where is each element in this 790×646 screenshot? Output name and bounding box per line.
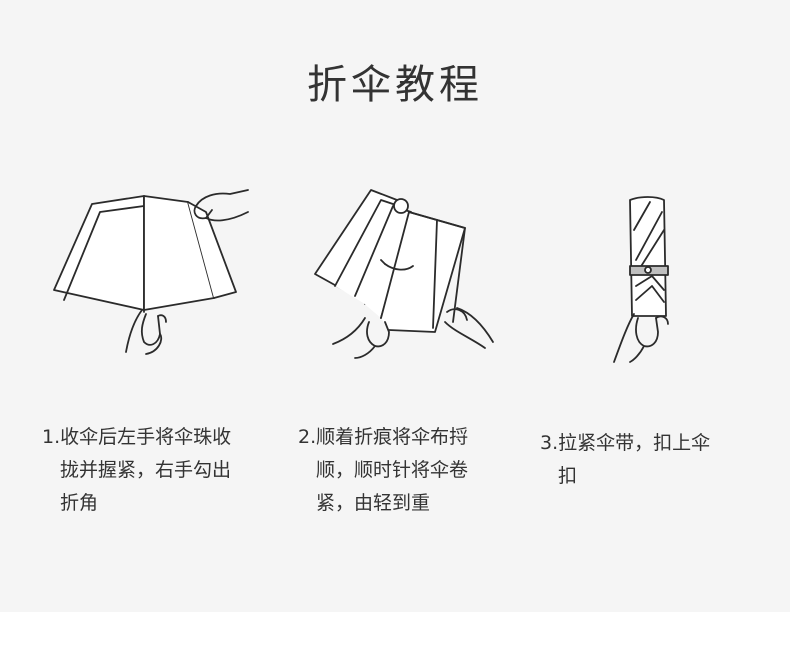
page-title: 折伞教程 — [0, 52, 790, 110]
step-3-text: 3.拉紧伞带，扣上伞 扣 — [540, 427, 750, 493]
content-panel: 折伞教程 — [0, 0, 790, 612]
step-2-line-1: 2.顺着折痕将伞布捋 — [298, 421, 508, 454]
step-3-line-2: 扣 — [540, 460, 750, 493]
step-1-text: 1.收伞后左手将伞珠收 拢并握紧，右手勾出 折角 — [42, 421, 272, 520]
step-1-line-3: 折角 — [42, 487, 272, 520]
step-3-line-1: 3.拉紧伞带，扣上伞 — [540, 427, 750, 460]
step-1-line-1: 1.收伞后左手将伞珠收 — [42, 421, 272, 454]
step-2-illustration — [305, 182, 505, 362]
step-2-line-2: 顺，顺时针将伞卷 — [298, 454, 508, 487]
step-3-illustration — [600, 190, 690, 370]
step-1-line-2: 拢并握紧，右手勾出 — [42, 454, 272, 487]
step-2-text: 2.顺着折痕将伞布捋 顺，顺时针将伞卷 紧，由轻到重 — [298, 421, 508, 520]
step-2-line-3: 紧，由轻到重 — [298, 487, 508, 520]
step-1-illustration — [46, 182, 256, 362]
